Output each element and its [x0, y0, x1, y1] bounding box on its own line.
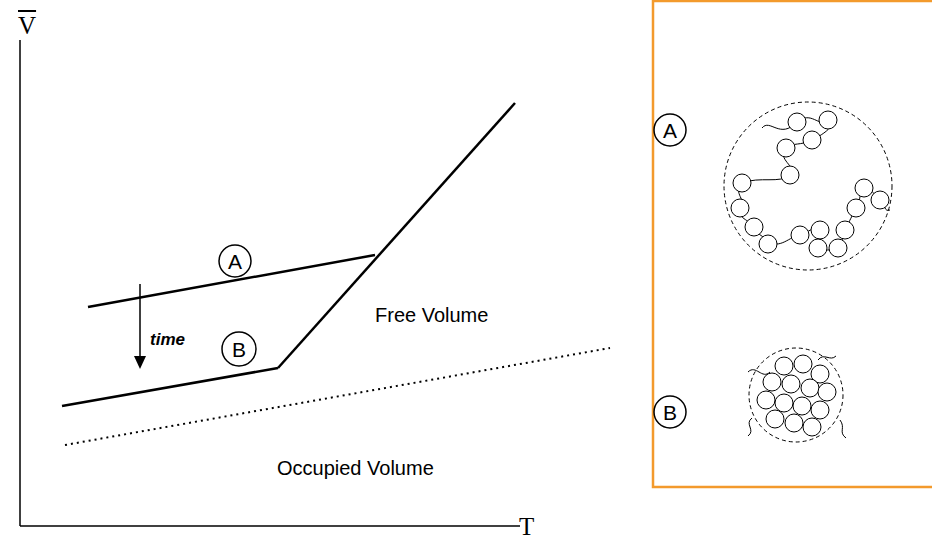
y-axis	[19, 40, 21, 526]
circled-letter: B	[653, 395, 687, 429]
polymer-chain-ends	[748, 356, 846, 438]
circled-letter: A	[218, 244, 252, 278]
coil-region-b	[749, 348, 843, 442]
arrowhead	[134, 356, 146, 369]
polymer-chain	[739, 118, 890, 250]
circle-letter: B	[232, 339, 246, 360]
occupied-volume-line	[65, 348, 610, 445]
circled-letter: B	[221, 331, 257, 367]
axis-label: T	[519, 514, 534, 539]
glass-line-b	[62, 368, 278, 406]
liquid-line	[278, 103, 515, 368]
monomer-beads-a	[731, 111, 889, 257]
region-label: Occupied Volume	[277, 458, 434, 478]
circled-letter: A	[653, 113, 687, 147]
time-arrow	[139, 284, 141, 358]
region-label: Free Volume	[375, 305, 488, 325]
coil-region-a	[724, 102, 892, 270]
inset-panel	[653, 1, 932, 487]
axis-label: V	[18, 10, 36, 38]
x-axis	[20, 525, 520, 527]
circle-letter: A	[228, 251, 242, 272]
time-label: time	[150, 331, 185, 348]
circle-letter: A	[663, 120, 677, 141]
circle-letter: B	[663, 402, 677, 423]
monomer-beads-b	[757, 355, 836, 436]
